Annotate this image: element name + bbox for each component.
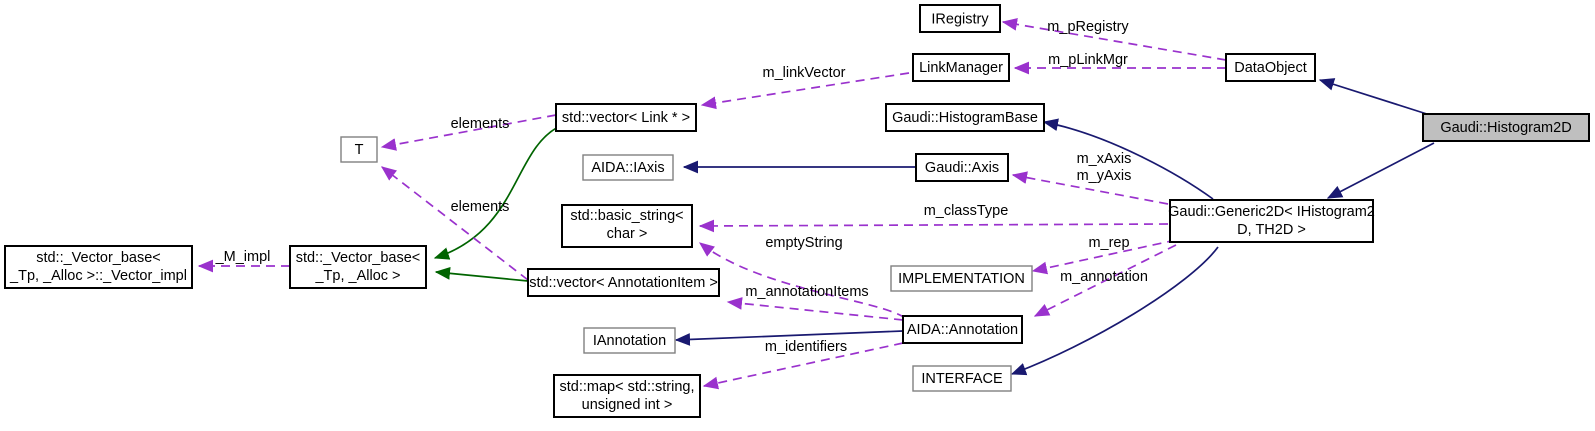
edge-layer [197,18,1435,390]
node-gaudi-histogram2d-label: Gaudi::Histogram2D [1440,120,1571,136]
edge-label-m-linkvector: m_linkVector [762,65,845,81]
node-linkmanager[interactable]: LinkManager [912,53,1010,82]
node-std-basic-string[interactable]: std::basic_string< char > [561,204,693,248]
node-iregistry[interactable]: IRegistry [919,4,1001,33]
node-gaudi-generic2d[interactable]: Gaudi::Generic2D< IHistogram2 D, TH2D > [1168,199,1375,243]
node-std-map-label-line1: std::map< std::string, [560,379,695,395]
edge-dataobject-iregistry [1001,18,1227,61]
edge-vectorannitem-t [380,166,529,281]
node-interface-label: INTERFACE [921,371,1003,387]
node-aida-annotation[interactable]: AIDA::Annotation [902,315,1023,344]
node-std-vector-base-label-line1: std::_Vector_base< [296,250,421,266]
node-std-vector-base-impl-label-line1: std::_Vector_base< [36,250,161,266]
edge-label-elements-bottom: elements [451,199,510,215]
node-iregistry-label: IRegistry [931,11,989,27]
edge-label-m-annotation: m_annotation [1060,269,1148,285]
edge-generic2d-histogrambase [1042,118,1214,200]
node-std-vector-annotationitem-label: std::vector< AnnotationItem > [529,275,718,291]
node-std-vector-base-impl[interactable]: std::_Vector_base< _Tp, _Alloc >::_Vecto… [4,245,193,289]
node-interface[interactable]: INTERFACE [912,365,1012,392]
edge-label-m-yaxis: m_yAxis [1077,168,1132,184]
node-iannotation[interactable]: IAnnotation [583,327,676,354]
node-layer: IRegistry LinkManager DataObject Gaudi::… [4,4,1590,418]
edge-vectorlink-vbase [433,125,561,260]
node-dataobject-label: DataObject [1234,60,1307,76]
edge-generic2d-interface [1010,246,1219,376]
edge-label-m-classtype: m_classType [924,203,1009,219]
edge-linkmanager-vectorlink [700,72,910,110]
node-std-vector-base-label-line2: _Tp, _Alloc > [314,268,400,284]
node-t-param-label: T [355,142,364,158]
node-gaudi-axis[interactable]: Gaudi::Axis [915,153,1009,182]
node-implementation-label: IMPLEMENTATION [898,271,1025,287]
edge-label-m-pregistry: m_pRegistry [1047,19,1129,35]
node-dataobject[interactable]: DataObject [1225,53,1316,82]
edge-annotation-stdmap [702,342,904,390]
node-gaudi-histogrambase[interactable]: Gaudi::HistogramBase [885,103,1045,132]
edge-histogram2d-dataobject [1318,78,1431,116]
node-gaudi-axis-label: Gaudi::Axis [925,160,999,176]
edge-histogram2d-generic2d [1326,142,1435,199]
edge-annotation-basicstring [698,242,906,319]
node-std-map[interactable]: std::map< std::string, unsigned int > [553,374,701,418]
edge-label-m-xaxis: m_xAxis [1077,151,1132,167]
edge-label-m-impl: _M_impl [215,249,271,265]
node-std-vector-base-impl-label-line2: _Tp, _Alloc >::_Vector_impl [9,268,187,284]
node-gaudi-generic2d-label-line1: Gaudi::Generic2D< IHistogram2 [1168,204,1375,220]
node-implementation[interactable]: IMPLEMENTATION [890,265,1033,292]
node-std-vector-annotationitem[interactable]: std::vector< AnnotationItem > [527,268,720,297]
node-std-basic-string-label-line2: char > [607,226,648,242]
edge-generic2d-aidaannotation [1033,244,1177,317]
node-gaudi-histogram2d[interactable]: Gaudi::Histogram2D [1422,113,1590,142]
edge-generic2d-basicstring [698,219,1169,233]
node-linkmanager-label: LinkManager [919,60,1003,76]
edge-label-m-annotationitems: m_annotationItems [745,284,868,300]
node-t-param[interactable]: T [340,136,378,163]
edge-label-layer: m_pRegistry m_pLinkMgr m_linkVector m_xA… [215,19,1148,355]
edge-label-m-rep: m_rep [1088,235,1129,251]
edge-annotation-iannotation [674,330,904,346]
node-aida-annotation-label: AIDA::Annotation [907,322,1018,338]
edge-label-elements-top: elements [451,116,510,132]
edge-generic2d-gaudiaxis [1011,171,1169,205]
node-std-vector-base[interactable]: std::_Vector_base< _Tp, _Alloc > [289,245,427,289]
edge-vectorannitem-vbase [434,267,529,282]
node-gaudi-generic2d-label-line2: D, TH2D > [1237,222,1306,238]
edge-label-m-plinkmgr: m_pLinkMgr [1048,52,1128,68]
node-gaudi-histogrambase-label: Gaudi::HistogramBase [892,110,1038,126]
edge-generic2d-implementation [1031,239,1177,275]
node-iannotation-label: IAnnotation [593,333,666,349]
edge-label-m-identifiers: m_identifiers [765,339,847,355]
edge-label-emptystring: emptyString [765,235,842,251]
node-aida-iaxis-label: AIDA::IAxis [591,160,664,176]
node-std-basic-string-label-line1: std::basic_string< [570,208,683,224]
node-aida-iaxis[interactable]: AIDA::IAxis [582,154,674,181]
node-std-vector-link-label: std::vector< Link * > [562,110,690,126]
node-std-map-label-line2: unsigned int > [582,397,673,413]
node-std-vector-link[interactable]: std::vector< Link * > [555,103,697,132]
